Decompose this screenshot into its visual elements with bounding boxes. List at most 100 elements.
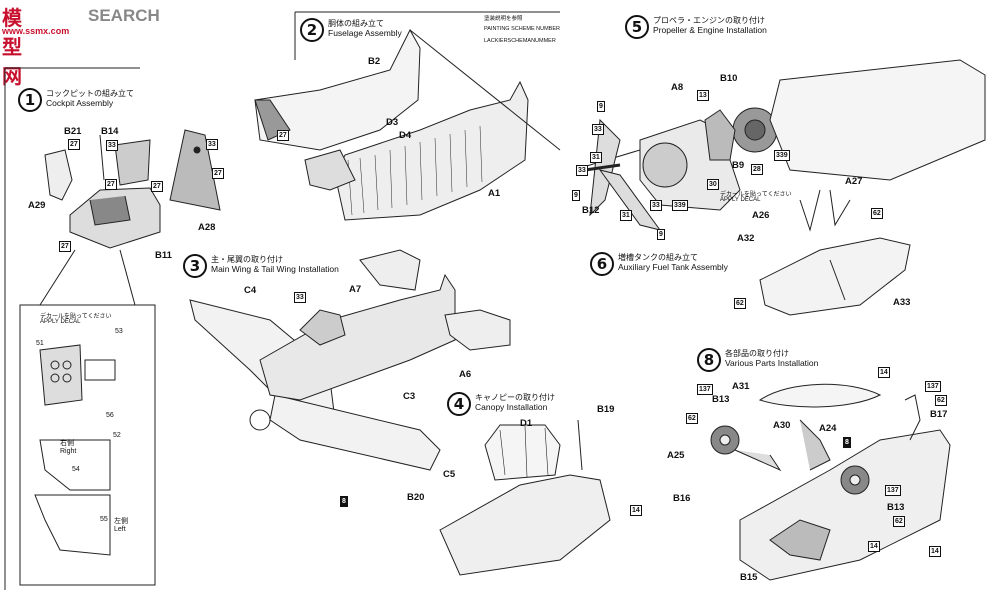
- decal-number: 51: [36, 340, 44, 347]
- part-label-b2: B2: [368, 56, 381, 67]
- side-console: [84, 359, 116, 381]
- part-label-d1: D1: [520, 418, 533, 429]
- left-side-label-jp: 左側: [114, 518, 128, 525]
- right-side-label-en: Right: [60, 448, 77, 455]
- engine-front: [642, 142, 688, 188]
- watermark-url: www.ssmx.com: [2, 26, 70, 36]
- main-wing-right: [269, 394, 441, 471]
- fuel-tank-seam: [829, 259, 846, 301]
- part-label-b19: B19: [597, 404, 615, 415]
- part-label-d3: D3: [386, 117, 399, 128]
- decal-number: 55: [100, 516, 108, 523]
- part-label-b11: B11: [155, 250, 172, 261]
- part-label-c3: C3: [403, 391, 416, 402]
- part-label-a6: A6: [459, 369, 472, 380]
- decal-note-jp: デカールを貼ってください: [720, 192, 792, 198]
- step-number: 6: [590, 252, 614, 276]
- paint-number: 62: [686, 413, 698, 424]
- left-side-wall: [34, 494, 111, 556]
- seat-back: [114, 139, 151, 186]
- paint-number: 30: [707, 179, 719, 190]
- cockpit-opening: [299, 309, 346, 346]
- gear-a24: [799, 419, 831, 471]
- fuselage-panel-border: [294, 11, 560, 60]
- gear-bay: [769, 519, 831, 561]
- paint-number: 27: [68, 139, 80, 150]
- canopy-d1: [484, 424, 561, 481]
- part-label-b14: B14: [101, 126, 119, 137]
- part-label-a26: A26: [752, 210, 770, 221]
- part-label-a29: A29: [28, 200, 46, 211]
- paint-number: 62: [734, 298, 746, 309]
- part-label-b10: B10: [720, 73, 738, 84]
- fuselage-bracket: [304, 149, 356, 191]
- step-title-en: Various Parts Installation: [725, 358, 819, 368]
- paint-number: 62: [893, 516, 905, 527]
- cockpit-seat-base: [89, 195, 131, 226]
- part-label-a33: A33: [893, 297, 911, 308]
- paint-number: 33: [106, 140, 118, 151]
- step-title-jp: 主・尾翼の取り付け: [211, 255, 283, 264]
- left-side-label-en: Left: [114, 526, 126, 533]
- paint-number: 14: [929, 546, 941, 557]
- paint-number: 33: [592, 124, 604, 135]
- decal-note-en: APPLY DECAL: [40, 319, 81, 325]
- part-label-a31: A31: [732, 381, 750, 392]
- part-label-b20: B20: [407, 492, 425, 503]
- engine-fuselage: [769, 59, 986, 181]
- step-number: 3: [183, 254, 207, 278]
- watermark-logo: 模型网: [2, 6, 22, 88]
- paint-number: 339: [774, 150, 790, 161]
- decal-number: 53: [115, 328, 123, 335]
- part-label-a8: A8: [671, 82, 684, 93]
- paint-number: 13: [697, 90, 709, 101]
- part-label-b12: B12: [582, 205, 600, 216]
- step-title-jp: 増槽タンクの組み立て: [618, 253, 698, 262]
- canopy-frames: [499, 425, 549, 478]
- bulkhead-hole: [193, 146, 201, 154]
- paint-number: 28: [751, 164, 763, 175]
- legend-line: PAINTING SCHEME NUMBER: [484, 26, 560, 32]
- paint-number: 33: [576, 165, 588, 176]
- paint-number: 137: [925, 381, 941, 392]
- antenna-b19: [577, 419, 583, 471]
- painting-legend: 塗装説明を参照 PAINTING SCHEME NUMBER LACKIERSC…: [468, 14, 618, 50]
- part-b17: [904, 394, 921, 441]
- paint-number: 8: [843, 437, 851, 448]
- cockpit-side-part: [44, 149, 73, 201]
- step-title-en: Main Wing & Tail Wing Installation: [211, 264, 339, 274]
- paint-number: 8: [340, 496, 348, 507]
- fuselage-half-a1: [334, 80, 529, 221]
- drop-tank-a31: [758, 383, 882, 408]
- step-number: 1: [18, 88, 42, 112]
- paint-number: 9: [572, 190, 580, 201]
- paint-number: 27: [277, 130, 289, 141]
- decal-note-jp: デカールを貼ってください: [40, 314, 112, 320]
- fuselage-half-b2: [254, 28, 421, 151]
- bulkhead-part: [169, 129, 221, 211]
- paint-number: 9: [657, 229, 665, 240]
- engine-block: [704, 109, 736, 161]
- step-title-en: Propeller & Engine Installation: [653, 25, 767, 35]
- decal-number: 56: [106, 412, 114, 419]
- part-label-a28: A28: [198, 222, 216, 233]
- part-label-c5: C5: [443, 469, 456, 480]
- part-label-a24: A24: [819, 423, 837, 434]
- paint-number: 33: [650, 200, 662, 211]
- part-label-a27: A27: [845, 176, 863, 187]
- step-title-en: Canopy Installation: [475, 402, 548, 412]
- part-label-a25: A25: [667, 450, 685, 461]
- tail-plane-a7: [359, 249, 421, 291]
- right-side-label-jp: 右側: [60, 440, 74, 447]
- paint-number: 27: [59, 241, 71, 252]
- part-label-b21: B21: [64, 126, 82, 137]
- paint-number: 339: [672, 200, 688, 211]
- paint-number: 27: [212, 168, 224, 179]
- detail-box: [19, 304, 156, 586]
- tail-plane-a6: [444, 309, 511, 351]
- step-title-jp: コックピットの組み立て: [46, 89, 134, 98]
- fuel-tank: [759, 237, 911, 316]
- paint-number: 33: [206, 139, 218, 150]
- engine-cowl: [249, 409, 271, 431]
- paint-number: 14: [630, 505, 642, 516]
